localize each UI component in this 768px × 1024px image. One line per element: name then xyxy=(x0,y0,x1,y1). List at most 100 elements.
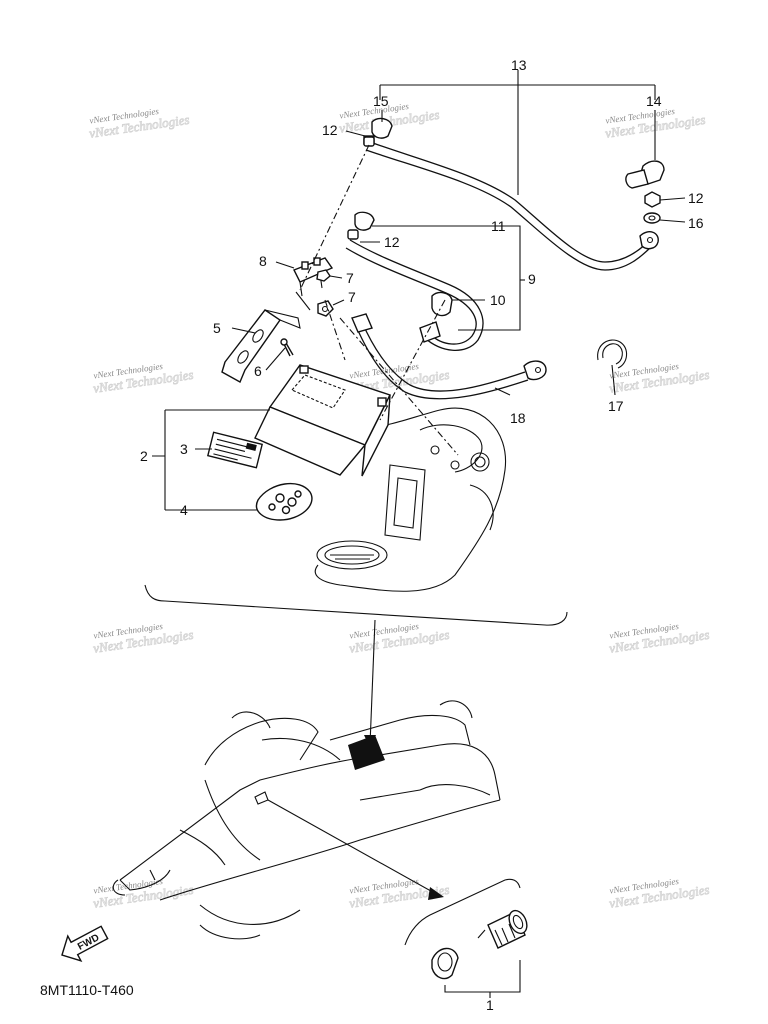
hood-line xyxy=(204,779,261,861)
screw xyxy=(268,503,276,511)
relay-terminal xyxy=(301,261,309,270)
socket-wire xyxy=(477,929,486,939)
terminal-cover-14 xyxy=(625,160,665,189)
battery-terminal-pos xyxy=(377,397,387,407)
cable-ring-terminal xyxy=(639,231,659,250)
callout-11: 11 xyxy=(491,218,506,234)
negative-cable-lower xyxy=(365,149,653,271)
hex-nut xyxy=(644,191,661,208)
leader-12c xyxy=(659,197,686,201)
assembly-line xyxy=(339,317,459,456)
band-outer xyxy=(597,339,628,369)
bracket-slot xyxy=(252,329,264,343)
leader-17 xyxy=(611,364,616,396)
screw-kit xyxy=(255,482,313,521)
callout-4: 4 xyxy=(180,502,188,518)
nut xyxy=(317,300,334,317)
screw xyxy=(287,497,297,507)
body-lower xyxy=(159,799,501,901)
callout-9: 9 xyxy=(528,271,536,287)
leader-12a xyxy=(345,130,366,137)
cap-11 xyxy=(354,211,375,231)
callout-8: 8 xyxy=(259,253,267,269)
compartment-ridge xyxy=(419,424,483,473)
callout-17: 17 xyxy=(608,398,624,414)
callout-12: 12 xyxy=(322,122,338,138)
cable-18-upper xyxy=(361,321,526,392)
callout-18: 18 xyxy=(510,410,526,426)
fuel-cap-ring xyxy=(316,540,388,570)
compartment-recess-inner xyxy=(393,477,418,529)
label-sheet xyxy=(206,431,264,469)
callout-14: 14 xyxy=(646,93,662,109)
compartment-outline xyxy=(314,407,507,592)
callout-12: 12 xyxy=(688,190,704,206)
callout-16: 16 xyxy=(688,215,704,231)
socket-pointer-head xyxy=(428,887,444,900)
callout-13: 13 xyxy=(511,57,527,73)
detail-frame xyxy=(144,584,568,626)
leader-7a xyxy=(329,275,343,279)
fwd-arrow-shape xyxy=(61,925,109,962)
bolt xyxy=(280,338,294,357)
cable-18-lower xyxy=(355,325,529,400)
callout-7: 7 xyxy=(348,289,356,305)
callout-7: 7 xyxy=(346,270,354,286)
sleeve xyxy=(347,229,359,240)
screw xyxy=(275,493,285,503)
ski-tip xyxy=(199,924,261,940)
battery-location-marker xyxy=(348,735,385,770)
assembly-line xyxy=(299,144,370,291)
battery-compartment-detail: 13 14 15 12 12 16 11 12 9 10 8 7 7 5 6 1… xyxy=(140,57,704,592)
compartment-recess xyxy=(384,464,426,541)
sleeve xyxy=(363,136,375,147)
compartment-boss xyxy=(470,452,490,472)
socket-ribs xyxy=(494,923,516,946)
running-board xyxy=(359,789,421,801)
bracket-plate xyxy=(221,309,281,383)
nut-hole xyxy=(321,305,329,313)
compartment-bolt xyxy=(430,445,440,455)
lock-washer xyxy=(643,212,661,224)
leader-18 xyxy=(494,387,511,396)
leader-5 xyxy=(231,327,256,334)
positive-cable-lower xyxy=(345,247,477,345)
bracket-slot xyxy=(237,350,249,364)
battery-front xyxy=(254,406,367,476)
ring-hole xyxy=(646,236,654,244)
battery-terminal-neg xyxy=(299,365,309,374)
nut xyxy=(316,269,331,282)
socket-pointer xyxy=(267,799,439,896)
mirror xyxy=(231,711,271,729)
front-nose xyxy=(119,869,171,891)
band-inner xyxy=(602,343,623,365)
battery-label xyxy=(206,431,264,469)
screw-kit-bag xyxy=(255,482,313,521)
callout-2: 2 xyxy=(140,448,148,464)
fwd-arrow: FWD xyxy=(61,925,109,962)
leader-6 xyxy=(265,347,286,371)
ring-hole xyxy=(534,366,542,374)
hood-side xyxy=(179,829,226,866)
assembly-line xyxy=(324,299,346,361)
relay-clamp xyxy=(293,257,334,311)
windshield xyxy=(204,717,319,766)
leader-1 xyxy=(444,960,521,998)
diagram-code: 8MT1110-T460 xyxy=(40,982,134,998)
compartment-boss-inner xyxy=(474,456,486,468)
headlight xyxy=(149,869,156,881)
positive-cable-upper xyxy=(349,239,484,352)
callout-1: 1 xyxy=(486,997,494,1013)
track-tunnel xyxy=(419,784,491,796)
accessory-socket: 1 xyxy=(431,909,528,1013)
compartment-edge xyxy=(469,484,494,531)
leader-11-9 xyxy=(372,225,521,331)
socket-nut xyxy=(431,947,459,980)
leader-8 xyxy=(275,261,295,269)
detail-pointer xyxy=(369,619,376,746)
screw xyxy=(294,490,302,498)
socket-nut-hole xyxy=(437,952,453,972)
label-text-lines xyxy=(213,438,255,461)
fuel-cap-inner xyxy=(324,545,380,565)
